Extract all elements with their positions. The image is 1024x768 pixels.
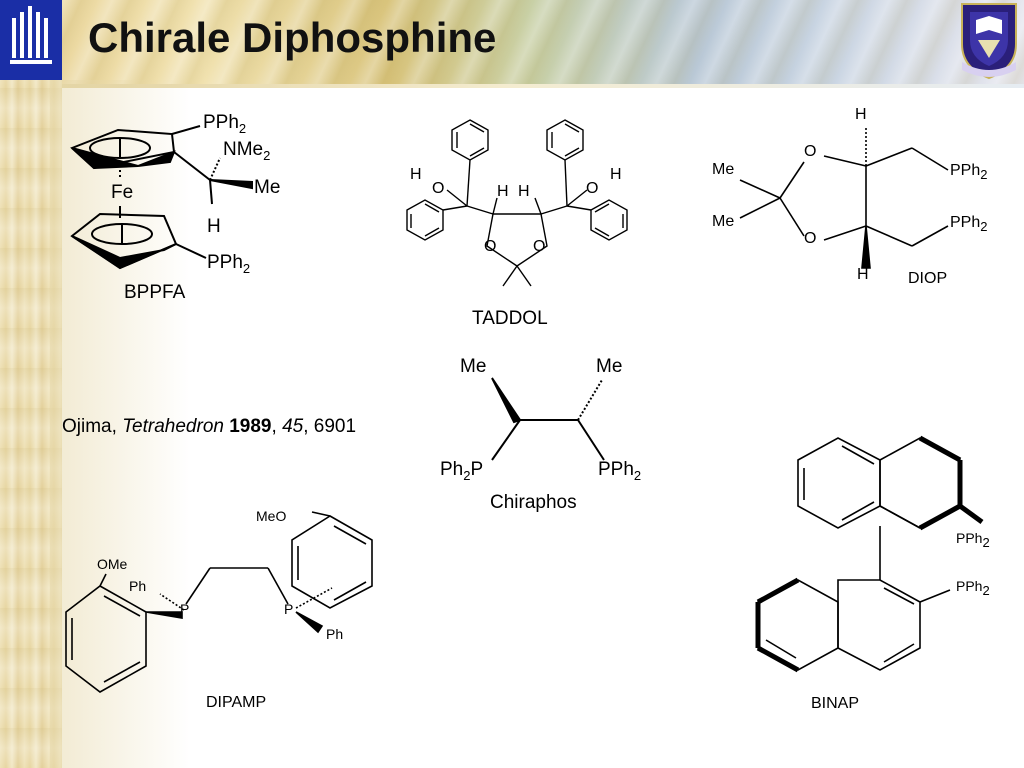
bppfa-pph2-bottom: PPh2 [207,252,251,276]
taddol-o-ring-left: O [484,238,497,255]
header-banner [0,0,1024,86]
university-crest-icon [954,0,1024,80]
chiraphos-structure [491,377,605,461]
diop-structure [739,128,949,269]
dipamp-name: DIPAMP [206,694,267,711]
diop-pph2-1: PPh2 [950,162,988,183]
binap-name: BINAP [811,695,860,712]
taddol-name: TADDOL [472,308,548,329]
bppfa-pph2-top: PPh2 [203,112,247,136]
diop-pph2-2: PPh2 [950,214,988,235]
taddol-structure [406,119,628,287]
slide-title: Chirale Diphosphine [88,14,497,61]
taddol-o-right: O [586,180,599,197]
left-texture-fade [50,80,190,768]
bppfa-nme2: NMe2 [223,139,271,163]
taddol-o-left: O [432,180,445,197]
university-logo-icon [0,0,62,80]
taddol-h-right: H [610,166,622,183]
chiraphos-me-right: Me [596,356,623,377]
taddol-h-mid-left: H [497,183,509,200]
dipamp-p-right: P [284,601,294,617]
taddol-o-ring-right: O [533,238,546,255]
taddol-h-left: H [410,166,422,183]
diop-me-1: Me [712,161,735,178]
header-divider [0,84,1024,88]
diop-name: DIOP [908,270,948,287]
binap-pph2-1: PPh2 [956,530,990,550]
bppfa-me: Me [254,177,281,198]
binap-pph2-2: PPh2 [956,578,990,598]
taddol-h-mid-right: H [518,183,530,200]
dipamp-ph-right: Ph [326,626,344,642]
diop-o-top: O [804,143,817,160]
diop-me-2: Me [712,213,735,230]
bppfa-h: H [207,216,221,237]
dipamp-structure [65,511,373,693]
bppfa-structure [70,125,253,270]
diop-h-bottom: H [857,266,869,283]
bppfa-fe: Fe [111,182,134,203]
bppfa-name: BPPFA [124,282,186,303]
header-texture [0,0,1024,86]
dipamp-ph-left: Ph [129,578,147,594]
literature-reference: Ojima, Tetrahedron 1989, 45, 6901 [62,416,357,437]
chiraphos-ph2p: Ph2P [440,459,484,483]
diop-h-top: H [855,106,867,123]
chiraphos-name: Chiraphos [490,492,577,513]
binap-structure [755,435,984,673]
dipamp-p-left: P [180,601,190,617]
chiraphos-pph2: PPh2 [598,459,642,483]
chiraphos-me-left: Me [460,356,487,377]
dipamp-meo: MeO [256,508,287,524]
diop-o-bottom: O [804,230,817,247]
dipamp-ome: OMe [97,556,128,572]
